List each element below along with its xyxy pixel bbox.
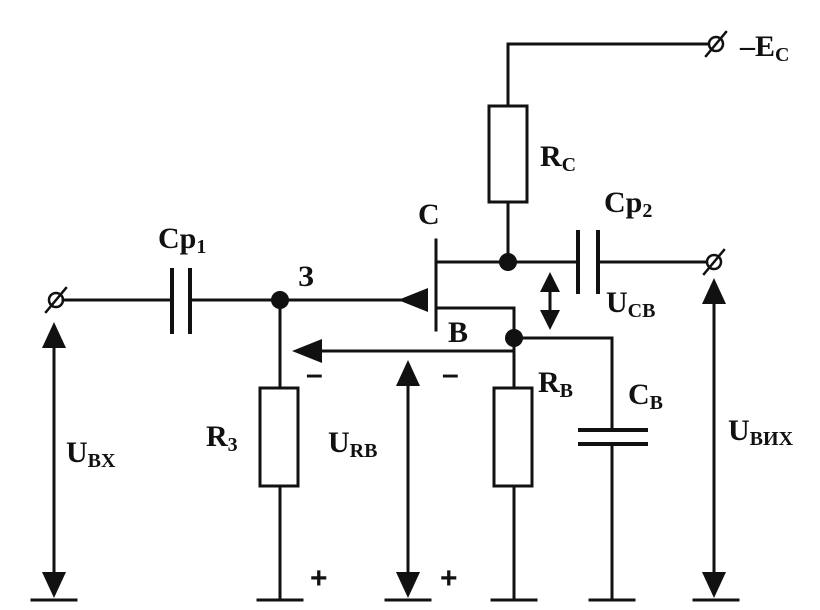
uout-label: UBИX [728,414,794,450]
feedback-arrow [292,339,514,363]
supply-wire [506,42,714,108]
output-terminal[interactable] [702,248,726,276]
rb-label: RB [538,366,573,402]
plus-sign-right: + [440,562,458,595]
cp1-label: Cp1 [158,222,206,258]
uin-arrow [42,322,66,598]
capacitor-cp1 [170,268,192,334]
capacitor-cp2 [576,230,600,294]
minus-sign-right: – [442,358,459,391]
ucb-arrow [540,272,560,330]
capacitor-cb [578,428,648,446]
source-node-label: B [448,316,468,349]
rc-label: RC [540,140,576,176]
resistor-rb [492,386,534,488]
cb-wire [512,336,614,602]
uout-arrow [702,278,726,598]
cb-label: CB [628,378,663,414]
supply-terminal[interactable] [704,30,728,58]
supply-label: –EC [739,30,789,66]
gate-arrow-head [398,288,428,312]
ucb-label: UCB [606,286,655,322]
urb-label: URB [328,426,377,462]
urb-arrow [396,360,420,598]
r3-label: R3 [206,420,238,456]
resistor-rc [487,104,529,204]
resistor-r3 [258,386,300,488]
gate-node-label: З [298,260,314,293]
drain-node-dot [499,253,517,271]
uin-label: UBX [66,436,116,472]
minus-sign-left: – [306,358,323,391]
plus-sign-left: + [310,562,328,595]
cp2-label: Cp2 [604,186,652,222]
drain-label: C [418,198,440,231]
